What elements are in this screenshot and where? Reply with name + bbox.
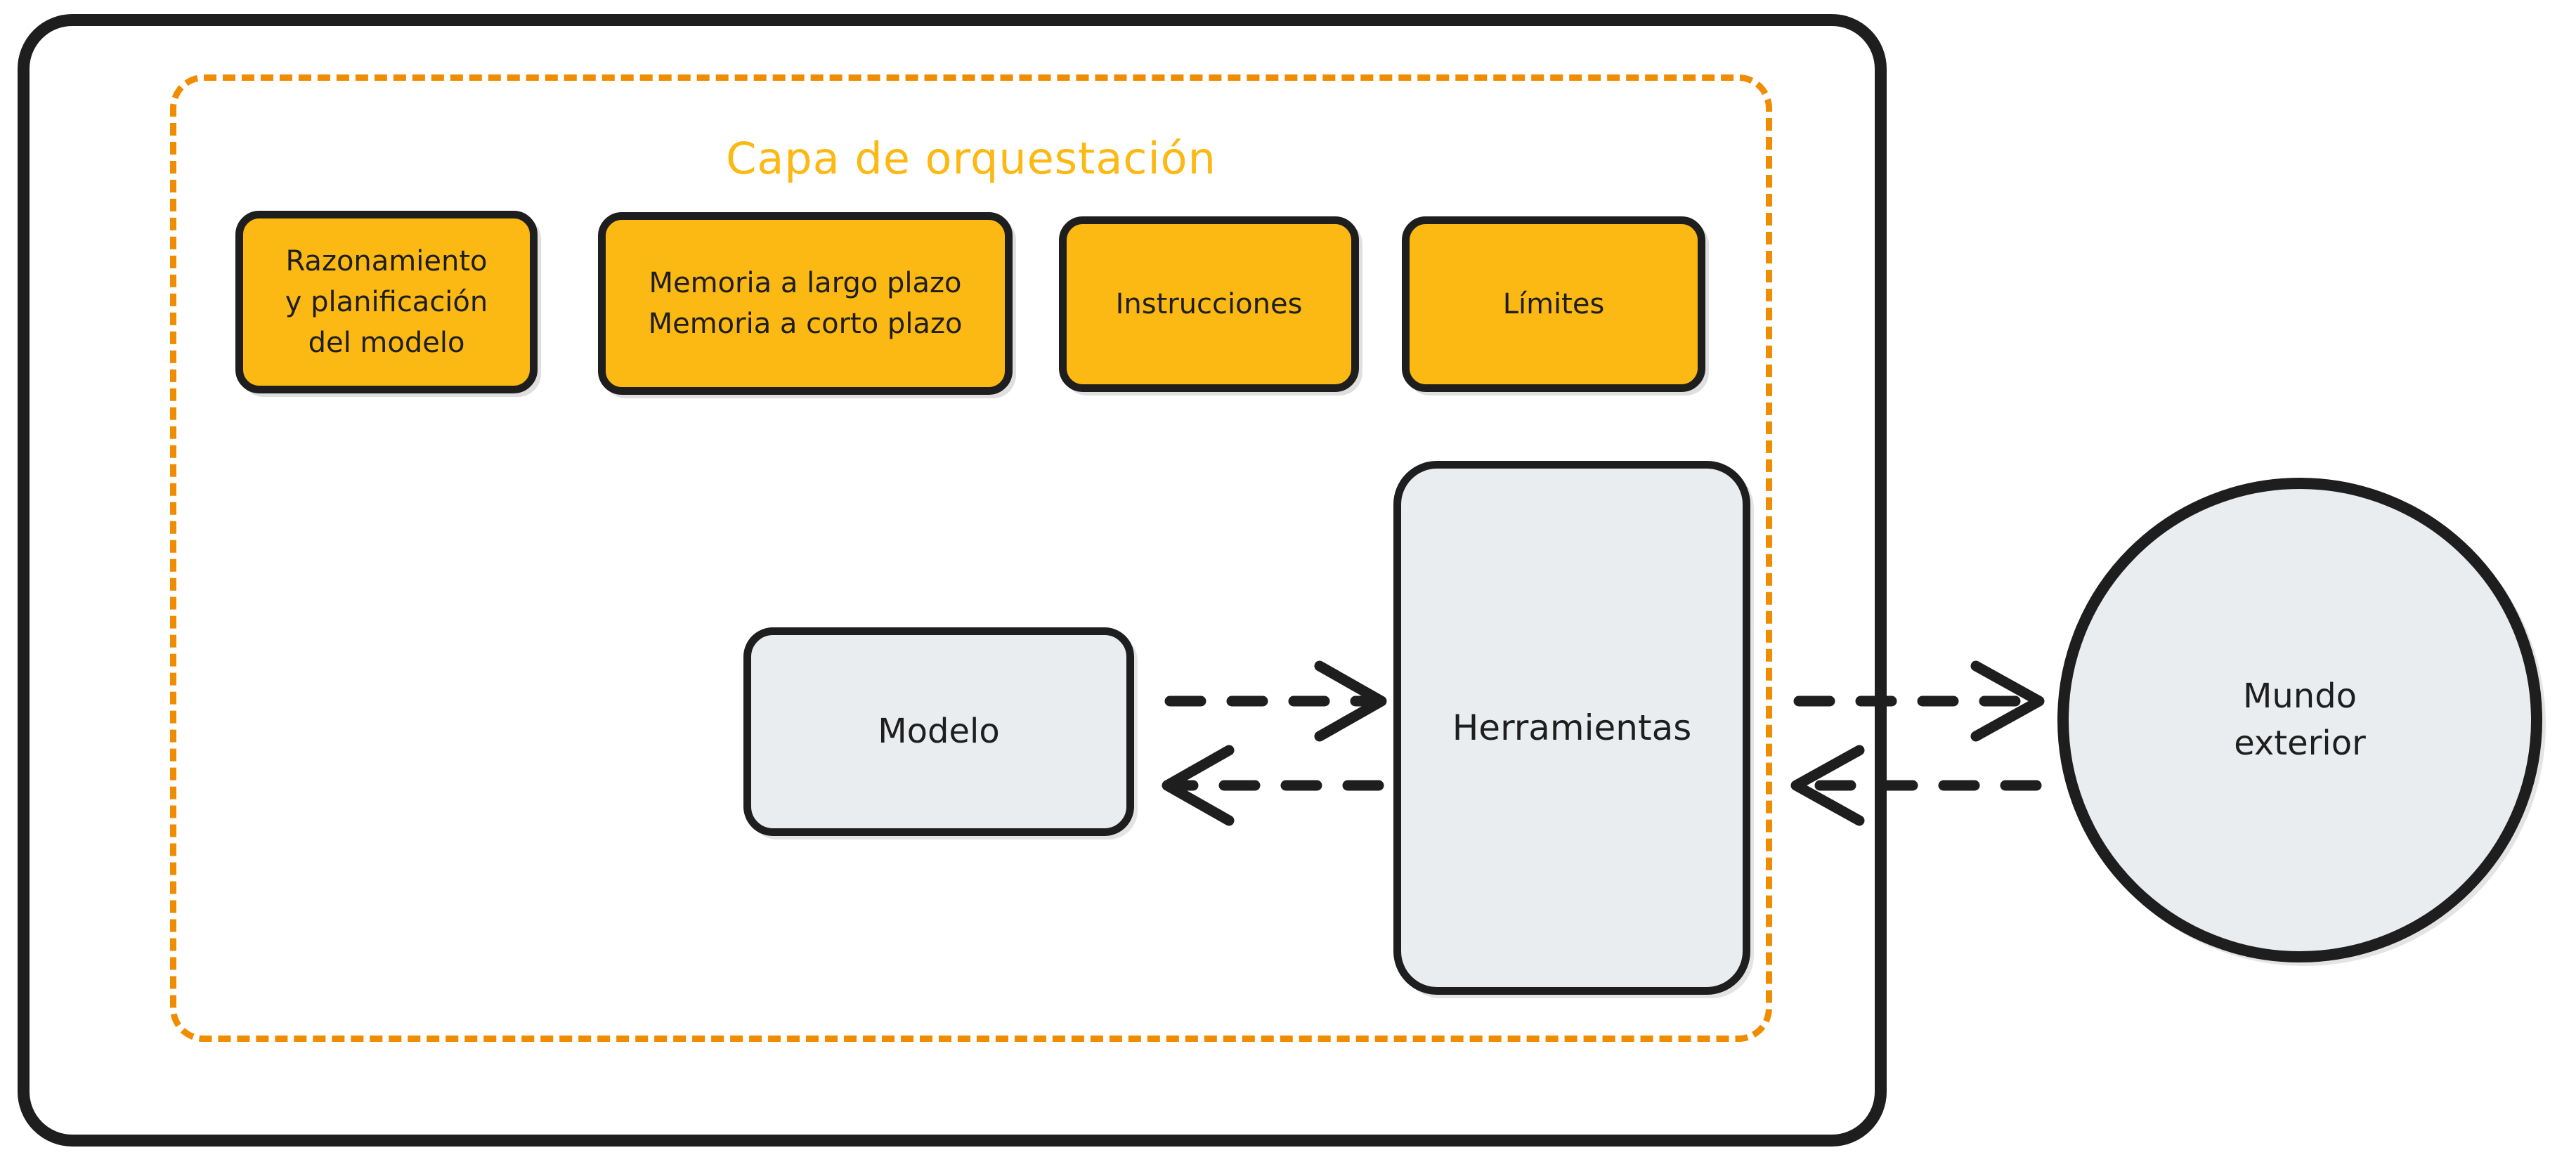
card-instructions-text: Instrucciones bbox=[1067, 224, 1351, 384]
arrow-herramientas-to-mundo bbox=[1793, 660, 2045, 742]
node-modelo-text: Modelo bbox=[751, 635, 1126, 828]
node-modelo-label: Modelo bbox=[878, 711, 1000, 751]
card-limits-text: Límites bbox=[1410, 224, 1698, 384]
node-mundo-exterior[interactable]: Mundo exterior bbox=[2057, 478, 2542, 962]
node-mundo-exterior-text: Mundo exterior bbox=[2069, 489, 2531, 951]
card-limits[interactable]: Límites bbox=[1402, 216, 1705, 392]
card-reasoning-line-3: del modelo bbox=[308, 327, 465, 359]
card-memory-line-2: Memoria a corto plazo bbox=[648, 308, 963, 340]
card-reasoning-line-1: Razonamiento bbox=[285, 245, 488, 277]
node-herramientas-text: Herramientas bbox=[1401, 469, 1743, 987]
card-limits-label: Límites bbox=[1502, 288, 1605, 320]
agent-boundary-container bbox=[18, 14, 1887, 1147]
card-memory-line-1: Memoria a largo plazo bbox=[649, 267, 962, 299]
orchestration-layer-boundary bbox=[170, 74, 1772, 1042]
node-modelo[interactable]: Modelo bbox=[743, 627, 1134, 836]
arrow-mundo-to-herramientas bbox=[1790, 745, 2042, 826]
card-reasoning-text: Razonamiento y planificación del modelo bbox=[243, 218, 530, 386]
card-reasoning-line-2: y planificación bbox=[285, 286, 488, 318]
node-mundo-exterior-line-2: exterior bbox=[2234, 724, 2366, 763]
card-instructions-label: Instrucciones bbox=[1115, 288, 1303, 320]
arrow-herramientas-to-modelo bbox=[1162, 745, 1384, 826]
node-herramientas[interactable]: Herramientas bbox=[1393, 461, 1750, 995]
arrow-modelo-to-herramientas bbox=[1164, 660, 1387, 742]
node-mundo-exterior-line-1: Mundo bbox=[2242, 676, 2357, 716]
card-reasoning[interactable]: Razonamiento y planificación del modelo bbox=[235, 211, 538, 393]
node-herramientas-label: Herramientas bbox=[1452, 707, 1692, 748]
card-instructions[interactable]: Instrucciones bbox=[1059, 216, 1359, 392]
card-memory[interactable]: Memoria a largo plazo Memoria a corto pl… bbox=[598, 212, 1013, 395]
card-memory-text: Memoria a largo plazo Memoria a corto pl… bbox=[606, 220, 1005, 387]
